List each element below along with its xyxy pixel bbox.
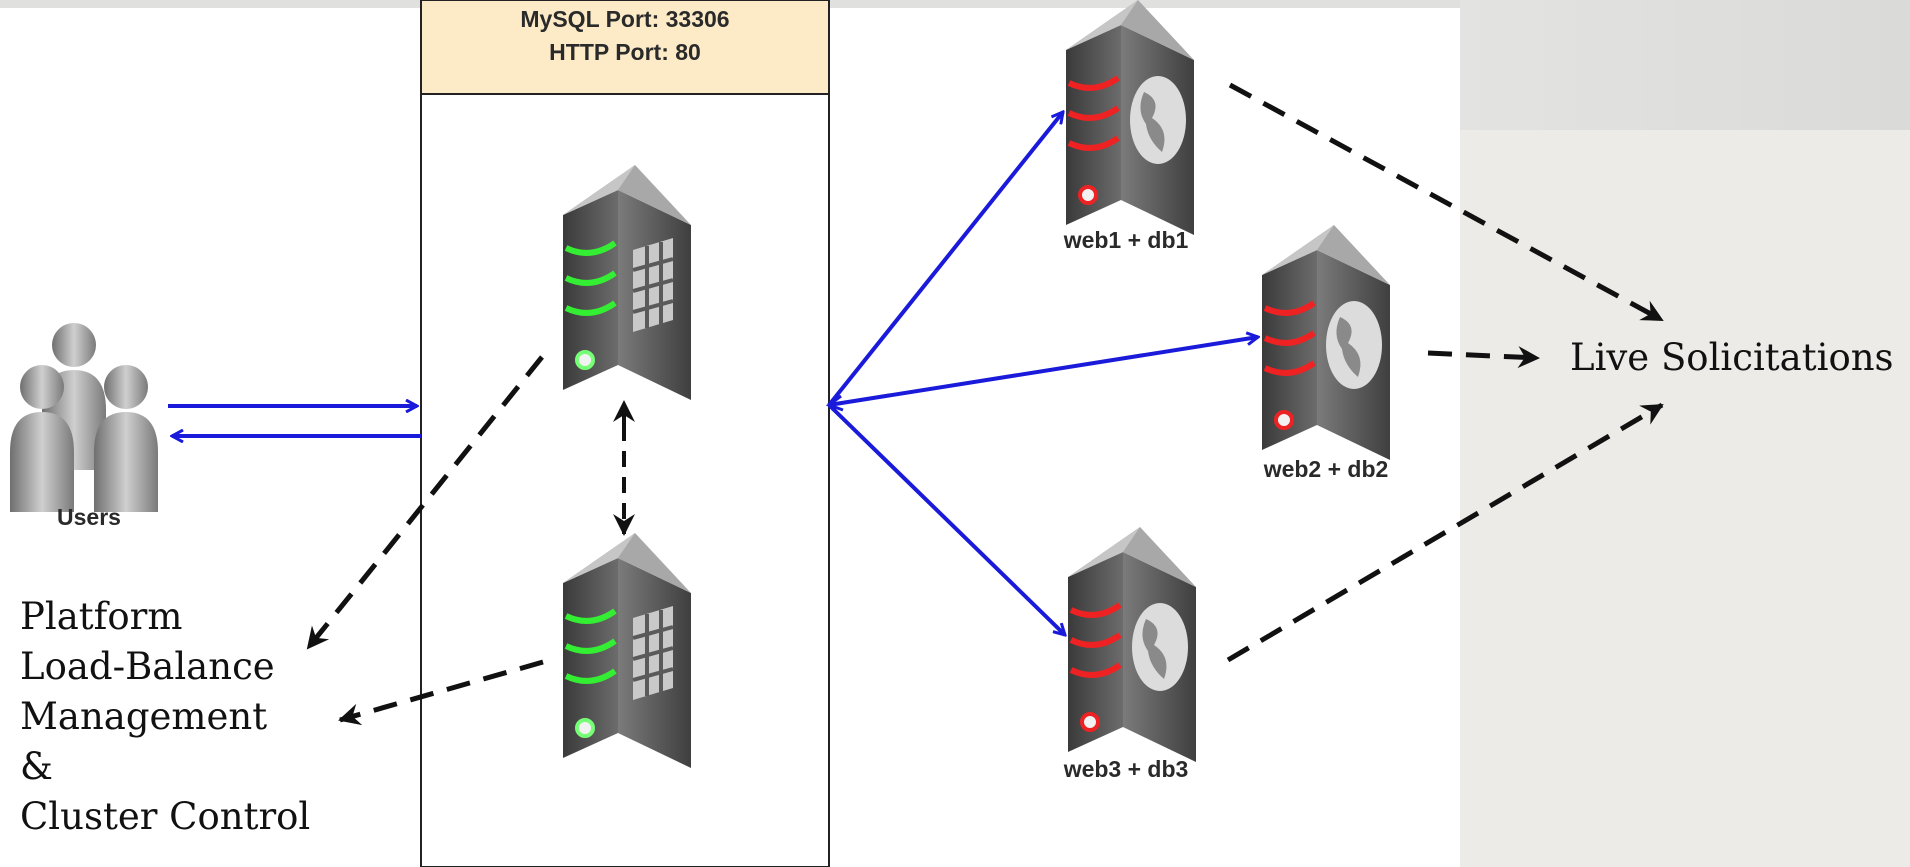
management-line-load-balance: Load-Balance: [20, 645, 275, 688]
lb-inbound-arrowhead: [825, 394, 844, 412]
mysql-port-label: MySQL Port: 33306: [520, 6, 730, 32]
management-line-management: Management: [20, 695, 268, 738]
lb2-to-management-arrow: [338, 659, 544, 726]
web2-label: web2 + db2: [1263, 456, 1389, 482]
web-server-1: [1066, 0, 1194, 235]
lb-to-web1-connector: [827, 112, 1063, 407]
slide-header-band: [1460, 0, 1910, 130]
management-line-cluster-control: Cluster Control: [20, 795, 311, 838]
http-port-label: HTTP Port: 80: [549, 39, 701, 65]
lb1-to-management-arrow: [306, 355, 544, 650]
lb-to-web3-connector: [827, 403, 1065, 635]
web3-label: web3 + db3: [1063, 756, 1189, 782]
web3-to-live-arrow: [1226, 402, 1664, 663]
management-line-platform: Platform: [20, 595, 183, 638]
live-solicitations-label: Live Solicitations: [1570, 336, 1894, 379]
users-label: Users: [57, 504, 121, 530]
management-line-ampersand: &: [20, 745, 53, 788]
web1-label: web1 + db1: [1063, 227, 1189, 253]
web-server-3: [1068, 527, 1196, 762]
web1-to-live-arrow: [1228, 82, 1664, 323]
web-server-2: [1262, 225, 1390, 460]
users-icon: [10, 323, 158, 512]
web2-to-live-arrow: [1427, 346, 1540, 369]
lb-to-web2-connector: [828, 337, 1258, 407]
